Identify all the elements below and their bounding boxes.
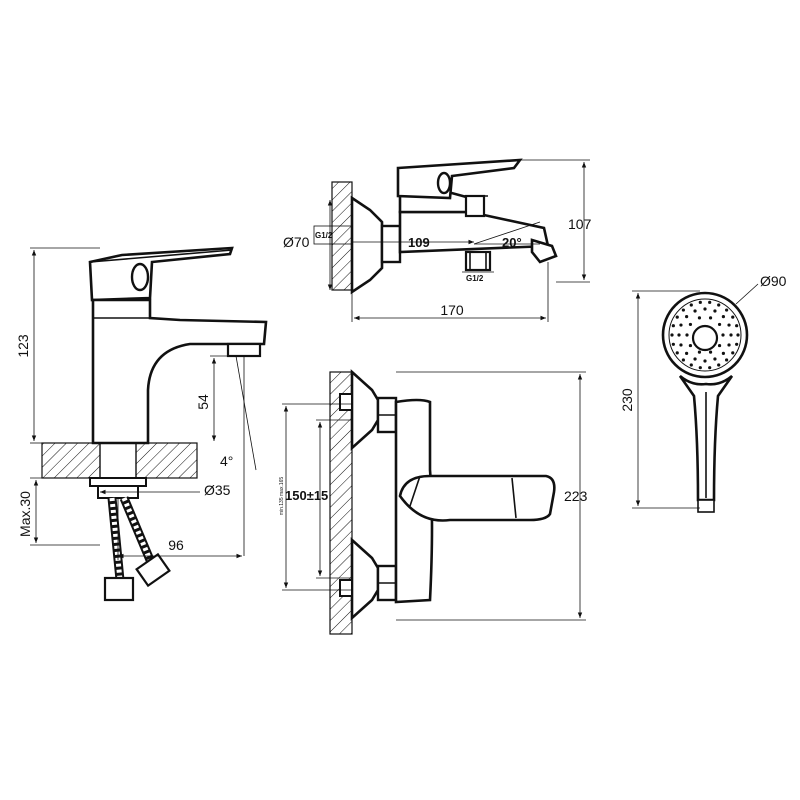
nozzle-dot: [685, 333, 689, 337]
nozzle-dot: [729, 333, 733, 337]
nozzle-dot: [725, 308, 729, 312]
nozzle-dot: [679, 323, 683, 327]
nozzle-dot: [685, 351, 689, 355]
centers-label: 150±15: [285, 488, 328, 503]
spout-height-label: 54: [195, 394, 211, 410]
nozzle-dot: [721, 315, 725, 319]
bath-mixer-front-view: 150±15 min.135 max.165 223: [279, 369, 588, 635]
bath-front-handle: [398, 474, 556, 522]
nozzle-dot: [675, 315, 679, 319]
nozzle-dot: [717, 303, 721, 307]
nozzle-dot: [721, 351, 725, 355]
underside-nut: [89, 477, 147, 487]
nozzle-dot: [671, 324, 675, 328]
handle-cap: [130, 262, 150, 292]
nozzle-dot: [670, 333, 674, 337]
nozzle-dot: [735, 324, 739, 328]
nozzle-dot: [725, 358, 729, 362]
center-range-label: min.135 max.165: [279, 477, 285, 516]
nozzle-dot: [697, 316, 702, 320]
hose-nut-1: [103, 576, 135, 602]
nozzle-dot: [677, 333, 681, 337]
mounting-hole: [99, 442, 137, 479]
hose-nut-2: [135, 552, 171, 588]
nozzle-dot: [688, 343, 693, 348]
flange-diameter-label: Ø70: [283, 234, 310, 250]
nozzle-dot: [693, 309, 697, 313]
nozzle-dot: [708, 300, 712, 304]
nozzle-dot: [713, 309, 717, 313]
shower-nozzles: [670, 300, 740, 370]
nozzle-dot: [688, 322, 693, 327]
nozzle-dot: [681, 308, 685, 312]
nozzle-dot: [679, 343, 683, 347]
bath-spout-outlet: [530, 238, 558, 264]
nozzle-dot: [681, 358, 685, 362]
basin-height-label: 123: [15, 334, 31, 358]
wall-section-front: [329, 371, 353, 635]
hole-diameter-label: Ø35: [204, 482, 231, 498]
spout-length-label: 109: [408, 235, 430, 250]
wall-section-top: [331, 181, 353, 291]
shower-center: [691, 324, 719, 352]
basin-body: [91, 298, 268, 445]
basin-aerator: [226, 342, 262, 358]
nozzle-dot: [685, 315, 689, 319]
diverter-knob: [464, 194, 486, 218]
bath-handle: [396, 158, 523, 200]
bath-height-label: 107: [568, 216, 592, 232]
nozzle-dot: [727, 343, 731, 347]
nozzle-dot: [671, 342, 675, 346]
nozzle-dot: [717, 343, 722, 348]
nozzle-dot: [698, 366, 702, 370]
nozzle-dot: [703, 359, 707, 363]
basin-angle-label: 4°: [220, 453, 233, 469]
thread-left-label: G1/2: [315, 231, 333, 240]
nozzle-dot: [717, 322, 722, 327]
nozzle-dot: [731, 315, 735, 319]
nozzle-dot: [708, 350, 713, 354]
nozzle-dot: [721, 333, 725, 337]
head-diameter-label: Ø90: [760, 273, 787, 289]
bath-connector: [380, 224, 402, 264]
nozzle-dot: [727, 323, 731, 327]
nozzle-dot: [693, 357, 697, 361]
shower-length-label: 230: [619, 388, 635, 412]
nozzle-dot: [689, 303, 693, 307]
nozzle-dot: [713, 357, 717, 361]
hand-shower-view: Ø90 230: [619, 273, 787, 513]
nozzle-dot: [736, 333, 740, 337]
basin-mixer-view: 123 54 4° Ø35 Max.30 96: [15, 246, 268, 602]
thread-bottom-label: G1/2: [466, 274, 484, 283]
reach-label: 96: [168, 537, 184, 553]
nozzle-dot: [697, 350, 702, 354]
bath-width-label: 223: [564, 488, 588, 504]
nozzle-dot: [708, 316, 713, 320]
bath-mixer-side-view: G1/2 Ø70 109 20° G1/2 107 170: [283, 158, 592, 322]
nozzle-dot: [703, 307, 707, 311]
bath-flange: [350, 195, 384, 295]
nozzle-dot: [735, 342, 739, 346]
nozzle-dot: [698, 300, 702, 304]
bath-depth-label: 170: [440, 302, 464, 318]
nozzle-dot: [675, 351, 679, 355]
nozzle-dot: [708, 366, 712, 370]
max-thickness-label: Max.30: [17, 491, 33, 537]
nozzle-dot: [731, 351, 735, 355]
spout-angle-label: 20°: [502, 235, 522, 250]
shower-connector: [697, 499, 715, 513]
nozzle-dot: [689, 363, 693, 367]
nozzle-dot: [717, 363, 721, 367]
